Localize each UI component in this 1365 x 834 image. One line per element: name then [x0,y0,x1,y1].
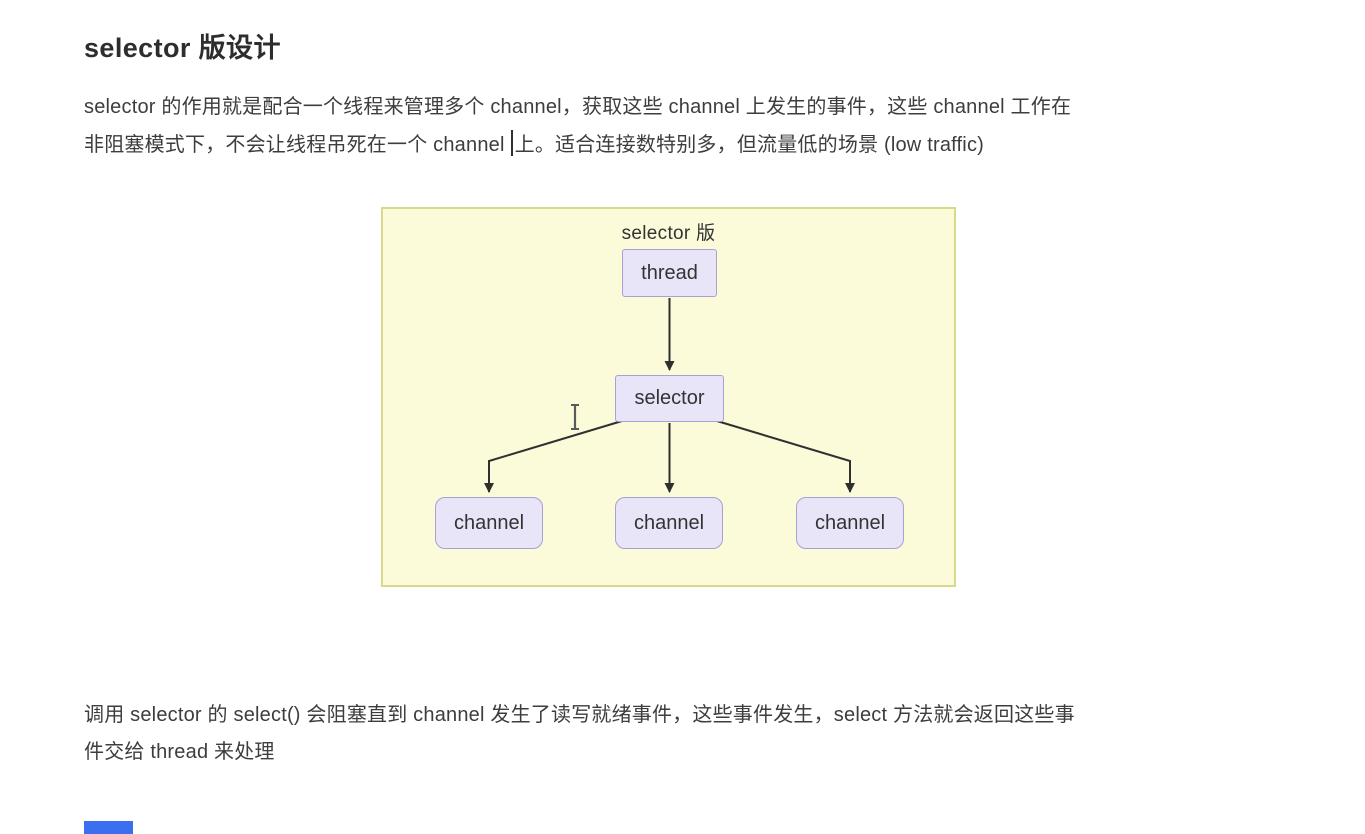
paragraph-1-line-2-before-caret: 非阻塞模式下，不会让线程吊死在一个 channel [84,134,505,156]
node-thread: thread [622,249,717,297]
arrow-selector-to-channel-left [484,420,623,493]
paragraph-2-line-2: 件交给 thread 来处理 [84,741,275,763]
diagram-caption: selector 版 [621,223,716,244]
text-caret [510,130,513,156]
page-title: selector 版设计 [84,33,281,63]
paragraph-1-line-2: 非阻塞模式下，不会让线程吊死在一个 channel 上。适合连接数特别多，但流量低… [84,126,1071,164]
paragraph-2-line-1: 调用 selector 的 select() 会阻塞直到 channel 发生了… [84,704,1075,726]
node-channel-right: channel [796,497,904,549]
arrow-selector-to-channel-right [716,420,855,493]
selector-diagram: selector 版 thread selector channel [381,207,956,587]
ibeam-cursor-icon [571,404,579,430]
paragraph-1-line-1: selector 的作用就是配合一个线程来管理多个 channel，获取这些 c… [84,96,1072,118]
paragraph-2: 调用 selector 的 select() 会阻塞直到 channel 发生了… [84,697,1075,771]
paragraph-1: selector 的作用就是配合一个线程来管理多个 channel，获取这些 c… [84,88,1071,164]
node-channel-left: channel [435,497,543,549]
bottom-blue-bar [84,821,133,834]
node-selector: selector [615,375,724,422]
node-channel-middle: channel [615,497,723,549]
paragraph-1-line-2-after-caret: 上。适合连接数特别多，但流量低的场景 (low traffic) [514,134,985,156]
